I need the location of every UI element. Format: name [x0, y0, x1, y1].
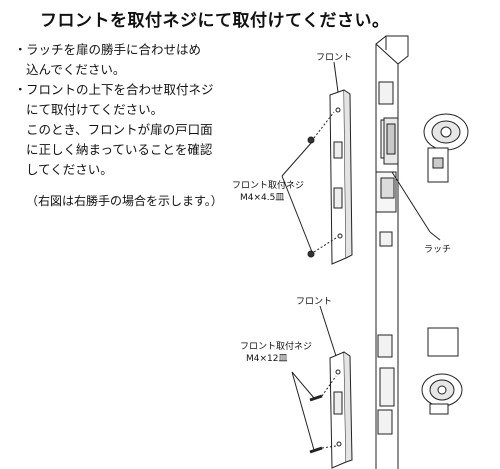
- front-plate-top: [329, 89, 353, 265]
- leader-line: [281, 175, 313, 253]
- leader-line: [333, 61, 339, 93]
- step-line: このとき、フロントが扉の戸口面: [26, 122, 213, 137]
- label-latch: ラッチ: [424, 244, 451, 255]
- step-line: にて取付けてください。: [26, 102, 164, 117]
- page-title: フロントを取付ネジにて取付けてください。: [40, 11, 390, 31]
- screw-icon: [307, 237, 337, 258]
- bottom-cylinder: [421, 327, 463, 415]
- bullet: ・: [14, 82, 27, 97]
- leader-line: [291, 371, 315, 451]
- door-edge: [375, 35, 409, 469]
- front-plate-bottom: [329, 351, 353, 469]
- instruction-step-1: ・ ラッチを扉の勝手に合わせはめ 込んでください。: [14, 40, 264, 80]
- label-front-top: フロント: [316, 53, 352, 63]
- handedness-note: （右図は右勝手の場合を示します。）: [26, 194, 223, 208]
- screw-icon: [307, 111, 335, 144]
- label-screw-top-1: フロント取付ネジ: [232, 180, 304, 191]
- leader-line: [319, 305, 337, 357]
- step-line: フロントの上下を合わせ取付ネジ: [26, 82, 214, 97]
- bullet: ・: [14, 42, 27, 57]
- label-screw-top-2: M4×4.5皿: [240, 193, 284, 203]
- latch-body: [383, 117, 431, 233]
- step-line: 込んでください。: [26, 62, 126, 77]
- label-front-bottom: フロント: [296, 297, 332, 307]
- step-line: ラッチを扉の勝手に合わせはめ: [26, 42, 202, 57]
- screw-icon: [309, 375, 337, 402]
- top-cylinder: [423, 113, 469, 183]
- label-screw-bottom-1: フロント取付ネジ: [240, 341, 312, 352]
- screw-icon: [309, 445, 337, 454]
- label-screw-bottom-2: M4×12皿: [246, 354, 288, 364]
- step-line: してください。: [26, 162, 113, 177]
- step-line: に正しく納まっていることを確認: [26, 142, 213, 157]
- instruction-list: ・ ラッチを扉の勝手に合わせはめ 込んでください。 ・ フロントの上下を合わせ取…: [14, 40, 264, 180]
- instruction-step-2: ・ フロントの上下を合わせ取付ネジ にて取付けてください。 このとき、フロントが…: [14, 80, 264, 180]
- leader-line: [291, 371, 315, 399]
- leader-line: [281, 141, 313, 177]
- leader-line: [429, 231, 441, 241]
